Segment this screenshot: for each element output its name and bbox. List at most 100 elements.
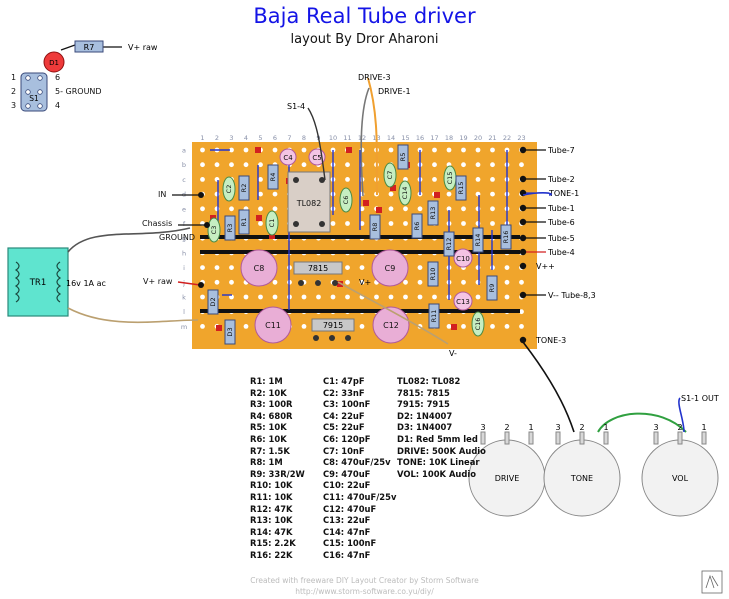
cap-c6 [339, 187, 353, 213]
bom-line: R11: 10K [250, 491, 293, 502]
board-hole [359, 279, 365, 285]
bom-line: C3: 100nF [323, 399, 371, 410]
board-hole [229, 279, 234, 285]
row-letter: e [182, 205, 186, 213]
cap-c8-label: C8 [254, 264, 265, 273]
pot-pin-number: 1 [603, 423, 608, 432]
cap-c11-label: C11 [265, 321, 281, 330]
cap-c1-label: C1 [268, 219, 276, 228]
board-hole [345, 162, 350, 168]
board-hole [200, 294, 205, 300]
board-hole [403, 294, 408, 300]
resistor-r14-label: R14 [474, 234, 482, 247]
resistor-r16 [500, 224, 512, 250]
switch-pin-3: 3 [11, 101, 16, 110]
board-hole [475, 177, 481, 182]
board-hole [200, 265, 205, 270]
led-d1-label: D1 [49, 59, 59, 67]
right-connector-pad [519, 248, 527, 256]
board-hole [461, 221, 466, 226]
board-hole [214, 265, 220, 270]
resistor-r6-label: R6 [413, 222, 421, 231]
board-hole [403, 279, 408, 285]
bom-line: R3: 100R [250, 399, 293, 410]
board-hole [490, 147, 495, 153]
column-number: 20 [474, 134, 482, 142]
pot-lug [504, 431, 510, 445]
row-letter: g [182, 235, 186, 243]
board-hole [490, 324, 495, 329]
resistor-r10 [427, 261, 439, 287]
cap-c4-label: C4 [283, 154, 293, 162]
row-letter: m [181, 323, 187, 331]
board-hole [403, 221, 408, 226]
diode-d3 [224, 319, 236, 345]
cap-c7-label: C7 [386, 171, 394, 180]
s11-out-label: S1-1 OUT [681, 394, 719, 403]
tl082-label: TL082 [296, 199, 322, 208]
board-hole [504, 324, 510, 329]
board-hole [200, 147, 205, 153]
row-letter: h [182, 249, 186, 257]
board-hole [461, 162, 466, 168]
chassis-label: Chassis [142, 219, 172, 228]
column-number: 18 [445, 134, 453, 142]
right-label: Tube-7 [547, 146, 575, 155]
bom-line: R2: 10K [250, 387, 287, 398]
bom-line: C16: 47nF [323, 549, 371, 560]
resistor-r5-label: R5 [399, 153, 407, 162]
board-hole [359, 221, 365, 226]
bom-line: R15: 2.2K [250, 538, 296, 549]
right-label: TONE-1 [548, 189, 579, 198]
right-connectors: Tube-7Tube-2TONE-1Tube-1Tube-6Tube-5Tube… [519, 146, 596, 345]
bom-line: R4: 680R [250, 410, 293, 421]
pot-label: DRIVE [495, 474, 520, 483]
bom-line: C1: 47pF [323, 376, 365, 386]
bom-line: R8: 1M [250, 457, 283, 468]
right-connector-pad [519, 218, 527, 226]
switch-pin-2: 2 [11, 87, 16, 96]
board-hole [301, 324, 307, 329]
board-hole [200, 206, 205, 212]
board-hole [432, 162, 437, 168]
s14-label: S1-4 [287, 102, 305, 111]
board-hole [475, 147, 481, 153]
board-hole [388, 147, 394, 153]
board-hole [403, 206, 408, 212]
cap-c3-label: C3 [210, 226, 218, 235]
board-hole [417, 206, 423, 212]
7915-label: 7915 [323, 321, 343, 330]
bus-strip-upper [200, 250, 520, 254]
board-hole [229, 206, 234, 212]
board-hole [272, 206, 278, 212]
resistor-r12 [443, 231, 455, 257]
footer: Created with freeware DIY Layout Creator… [0, 575, 729, 597]
bom-line: R12: 47K [250, 503, 293, 514]
pot-lug [677, 431, 683, 445]
right-label: Tube-6 [547, 218, 575, 227]
row-letter: f [183, 220, 186, 228]
bom-line: C9: 470uF [323, 468, 371, 479]
bom-line: C7: 10nF [323, 445, 365, 456]
cap-c13-label: C13 [456, 298, 470, 306]
pot-lug [603, 431, 609, 445]
column-number: 19 [459, 134, 467, 142]
pot-pin-number: 3 [653, 423, 658, 432]
vminus-label: V- [449, 349, 457, 358]
resistor-r2 [238, 175, 250, 201]
column-number: 17 [430, 134, 438, 142]
column-number: 2 [215, 134, 219, 142]
right-label: Tube-5 [547, 234, 575, 243]
bom-line: C5: 22uF [323, 422, 365, 433]
switch-pin-5: 5- GROUND [55, 87, 102, 96]
cap-c9-label: C9 [385, 264, 396, 273]
board-hole [359, 206, 365, 212]
bom-line: C14: 47nF [323, 526, 371, 537]
top-wires [307, 77, 378, 197]
board-hole [417, 265, 423, 270]
diode-d2 [207, 289, 219, 315]
